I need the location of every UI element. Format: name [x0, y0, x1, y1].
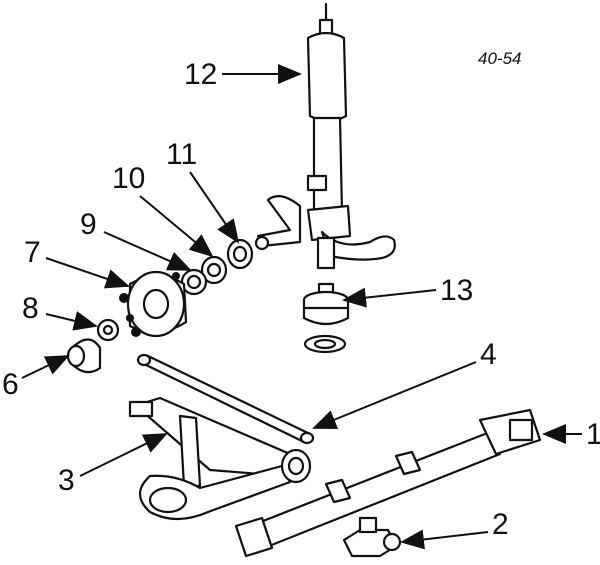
- wheel-hub: [119, 270, 188, 338]
- callout-6: 6: [2, 368, 19, 401]
- bump-stop: [302, 282, 350, 354]
- callout-11: 11: [166, 138, 198, 171]
- arrow-6: [21, 355, 70, 379]
- arrow-2: [400, 529, 489, 550]
- dust-cap: [66, 338, 102, 374]
- callout-13: 13: [440, 274, 474, 307]
- arrow-3: [79, 433, 168, 477]
- arrow-10: [139, 195, 214, 258]
- outer-bearing: [96, 318, 120, 342]
- lower-control-arm: [128, 396, 312, 521]
- crossmember: [234, 408, 542, 558]
- callout-10: 10: [112, 162, 146, 195]
- callout-1: 1: [586, 418, 600, 451]
- bearings: [180, 238, 254, 296]
- bracket: [342, 516, 402, 558]
- callout-3: 3: [58, 464, 75, 497]
- callout-9: 9: [80, 208, 97, 241]
- strut-assembly: [254, 2, 396, 270]
- arrow-7: [45, 257, 130, 289]
- arrow-11: [189, 171, 240, 244]
- callout-7: 7: [24, 236, 41, 269]
- diagram-code: 40-54: [478, 49, 522, 68]
- callout-12: 12: [184, 58, 218, 91]
- callout-8: 8: [22, 292, 39, 325]
- arrow-8: [45, 311, 98, 331]
- arrow-13: [342, 287, 437, 308]
- callout-2: 2: [492, 508, 509, 541]
- arrow-9: [103, 231, 192, 271]
- leader-lines: [21, 64, 582, 550]
- callout-4: 4: [480, 338, 497, 371]
- strut-rod: [136, 353, 315, 445]
- arrow-4: [312, 361, 477, 429]
